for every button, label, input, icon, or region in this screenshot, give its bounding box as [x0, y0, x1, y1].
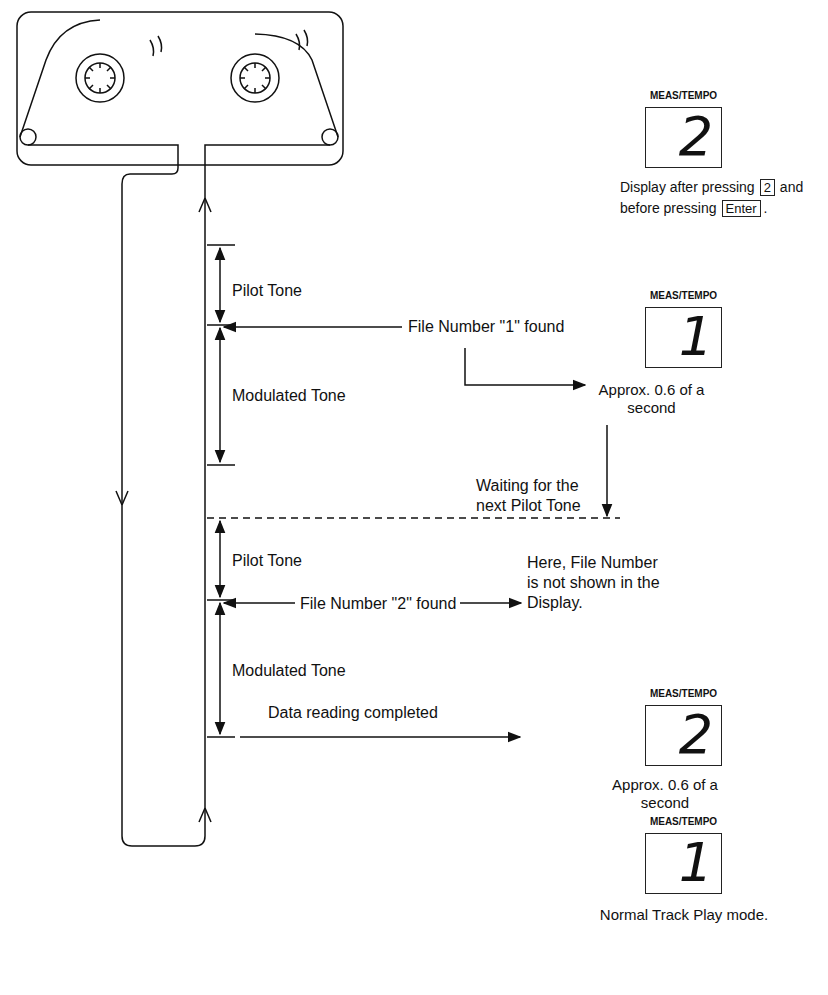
- leader-arrow: [224, 602, 295, 604]
- reel-hub: [231, 54, 279, 102]
- annotation-label: Waiting for the next Pilot Tone: [476, 476, 594, 516]
- key-label: Enter: [726, 201, 757, 216]
- lcd-display: MEAS/TEMPO1Normal Track Play mode.: [645, 833, 722, 894]
- annotation-label: Modulated Tone: [232, 661, 346, 681]
- lcd-display: MEAS/TEMPO1Approx. 0.6 of a second: [645, 307, 722, 368]
- leader-arrow: [606, 425, 608, 516]
- display-digit: 2: [679, 108, 713, 166]
- span-arrow: [219, 603, 221, 734]
- annotation-label: Display after pressing: [620, 178, 755, 196]
- reel-hub: [76, 54, 124, 102]
- leader-arrow: [224, 326, 402, 328]
- display-heading: MEAS/TEMPO: [636, 688, 731, 700]
- reel-hub: [240, 63, 270, 93]
- annotation-label: before pressing: [620, 199, 717, 217]
- leader-arrow: [465, 348, 585, 385]
- direction-arrow: [199, 808, 211, 822]
- span-arrow: [219, 248, 221, 322]
- key-cap: Enter: [722, 200, 761, 217]
- annotation-label: Pilot Tone: [232, 551, 302, 571]
- annotation-label: File Number "2" found: [300, 594, 456, 614]
- annotation-label: and: [780, 178, 803, 196]
- display-heading: MEAS/TEMPO: [636, 90, 731, 102]
- display-caption: Normal Track Play mode.: [594, 906, 774, 924]
- annotation-label: Pilot Tone: [232, 281, 302, 301]
- display-heading: MEAS/TEMPO: [636, 816, 731, 828]
- display-caption: Approx. 0.6 of a second: [589, 381, 714, 417]
- cassette-shell: [17, 12, 343, 165]
- annotation-label: .: [764, 199, 768, 217]
- display-caption: Approx. 0.6 of a second: [609, 776, 721, 812]
- leader-arrow: [460, 602, 521, 604]
- display-heading: MEAS/TEMPO: [636, 290, 731, 302]
- display-digit: 2: [679, 706, 713, 764]
- key-cap: 2: [760, 179, 775, 196]
- display-digit: 1: [679, 308, 713, 366]
- direction-arrow: [199, 198, 211, 212]
- key-label: 2: [764, 180, 771, 195]
- annotation-label: Here, File Number is not shown in the Di…: [527, 553, 665, 613]
- span-arrow: [219, 521, 221, 597]
- lcd-display: MEAS/TEMPO2Approx. 0.6 of a second: [645, 705, 722, 766]
- tape-path: [28, 145, 330, 846]
- tick-mark: [207, 245, 235, 737]
- direction-arrow: [116, 491, 128, 505]
- span-arrow: [219, 328, 221, 462]
- dashed-divider: [207, 517, 620, 519]
- leader-arrow: [240, 736, 520, 738]
- annotation-label: File Number "1" found: [408, 317, 564, 337]
- reel-hub: [85, 63, 115, 93]
- display-digit: 1: [679, 834, 713, 892]
- lcd-display: MEAS/TEMPO2: [645, 107, 722, 168]
- annotation-label: Modulated Tone: [232, 386, 346, 406]
- annotation-label: Data reading completed: [268, 703, 438, 723]
